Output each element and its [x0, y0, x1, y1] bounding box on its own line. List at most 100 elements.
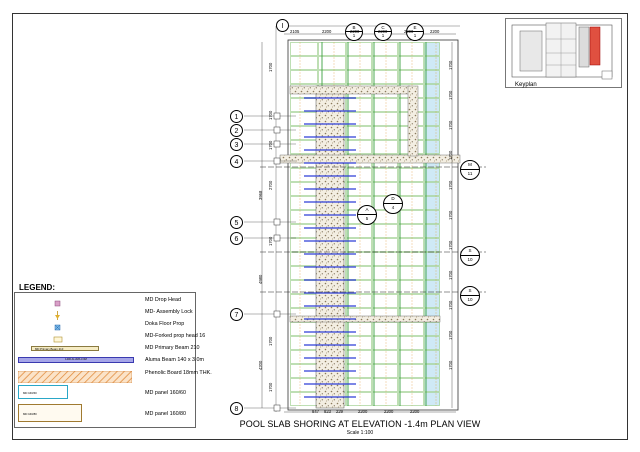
form-panel: [372, 70, 398, 84]
dimension-lines: [261, 33, 456, 413]
row-axis-bubble-6: 6: [230, 232, 243, 245]
panel-160-80-swatch: MD 160/80: [18, 404, 82, 422]
left-minor-dimension-label: 1700: [268, 336, 273, 346]
column-marker: [273, 310, 281, 318]
form-panel: [424, 168, 440, 182]
form-panel: [424, 98, 440, 112]
form-panel: [398, 210, 424, 224]
form-panel: [372, 266, 398, 280]
form-panel: [424, 350, 440, 364]
marker-number: 4: [384, 203, 402, 212]
form-panel: [318, 56, 346, 70]
bubble-letter: C: [381, 25, 385, 30]
form-panel: [346, 238, 372, 252]
form-panel: [398, 266, 424, 280]
row-axis-bubble-8: 8: [230, 402, 243, 415]
form-panel: [346, 56, 372, 70]
form-panel: [346, 224, 372, 238]
right-dimension-label: 1700: [448, 90, 453, 100]
right-dimension-label: 1700: [448, 360, 453, 370]
bottom-dimension-label: 2200: [358, 409, 368, 414]
form-panel: [372, 140, 398, 154]
form-panel: [424, 126, 440, 140]
row-axis-bubble-5: 5: [230, 216, 243, 229]
form-panel: [398, 182, 424, 196]
bubble-letter: B: [352, 25, 356, 30]
form-panel: [424, 196, 440, 210]
form-panel: [424, 364, 440, 378]
form-panel: [346, 280, 372, 294]
form-panel: [372, 378, 398, 392]
left-minor-dimension-label: 1700: [268, 110, 273, 120]
form-panel: [398, 168, 424, 182]
form-panel: [346, 392, 372, 406]
form-panel: [346, 98, 372, 112]
left-dimension-label: 4200: [258, 360, 263, 370]
legend-item-panel-160-60: MD 160/60 MD panel 160/60: [14, 385, 214, 401]
right-dimension-label: 1700: [448, 300, 453, 310]
left-dimension-label: 3968: [258, 190, 263, 200]
column-marker: [273, 157, 281, 165]
column-marker: [273, 404, 281, 412]
left-dimension-label: 4980: [258, 274, 263, 284]
top-dimension-label: 2200: [350, 29, 360, 34]
form-panel: [424, 378, 440, 392]
form-panel: [290, 140, 318, 154]
form-panel: [398, 224, 424, 238]
row-axis-label: 4: [234, 159, 239, 166]
form-panel: [346, 294, 372, 308]
column-bubble-b: B 1: [345, 23, 363, 41]
section-marker-a: A 5: [357, 205, 377, 225]
drawing-frame: [12, 13, 628, 440]
legend-label: MD-Forked prop head 16: [145, 333, 206, 339]
row-axis-bubble-4: 4: [230, 155, 243, 168]
legend-label: Aluma Beam 140 x 3.0m: [145, 357, 205, 363]
form-panel: [398, 238, 424, 252]
form-panel: [398, 322, 424, 336]
form-panel: [372, 112, 398, 126]
marker-letter: D: [391, 196, 395, 201]
form-panel: [424, 392, 440, 406]
form-panel: [346, 266, 372, 280]
marker-letter: A: [365, 207, 369, 212]
left-minor-dimension-label: 2700: [268, 180, 273, 190]
legend-title: LEGEND:: [19, 283, 55, 292]
form-panel: [346, 112, 372, 126]
legend-item-aluma-beam: 1400 ALUMA 3.0M Aluma Beam 140 x 3.0m: [14, 356, 214, 368]
floor-prop-icon: [32, 320, 132, 331]
legend-label: MD Drop Head: [145, 297, 181, 303]
right-dimension-label: 1700: [448, 150, 453, 160]
form-panel: [290, 224, 318, 238]
right-dimension-label: 1700: [448, 180, 453, 190]
form-panel: [346, 70, 372, 84]
row-axis-bubble-2: 2: [230, 124, 243, 137]
right-dimension-label: 1700: [448, 330, 453, 340]
top-dimension-label: 2200: [378, 29, 388, 34]
form-panel: [318, 42, 346, 56]
top-dimension-label: 2200: [430, 29, 440, 34]
gravel-strip: [279, 85, 461, 409]
right-dimension-label: 1700: [448, 210, 453, 220]
form-panel: [346, 126, 372, 140]
form-panel: [424, 266, 440, 280]
phenolic-board-swatch: [17, 370, 133, 384]
legend-label: MD Primary Beam 210: [145, 345, 200, 351]
top-dimension-label: 2200: [404, 29, 414, 34]
legend-item-forked-head: MD-Forked prop head 16: [14, 332, 214, 344]
assembly-lock-icon: [32, 308, 132, 320]
form-panel: [398, 280, 424, 294]
section-marker-d: D 4: [383, 194, 403, 214]
form-panel: [290, 336, 318, 350]
form-panel: [424, 252, 440, 266]
left-minor-dimension-label: 1700: [268, 62, 273, 72]
form-panel: [424, 224, 440, 238]
legend-label: MD- Assembly Lock: [145, 309, 193, 315]
row-axis-label: 1: [234, 114, 239, 121]
form-panel: [346, 322, 372, 336]
top-dimension-label: 2200: [322, 29, 332, 34]
form-panel: [424, 238, 440, 252]
form-panel: [372, 322, 398, 336]
aluma-beam-swatch: 1400 ALUMA 3.0M: [18, 357, 134, 363]
marker-number: 11: [461, 169, 479, 178]
